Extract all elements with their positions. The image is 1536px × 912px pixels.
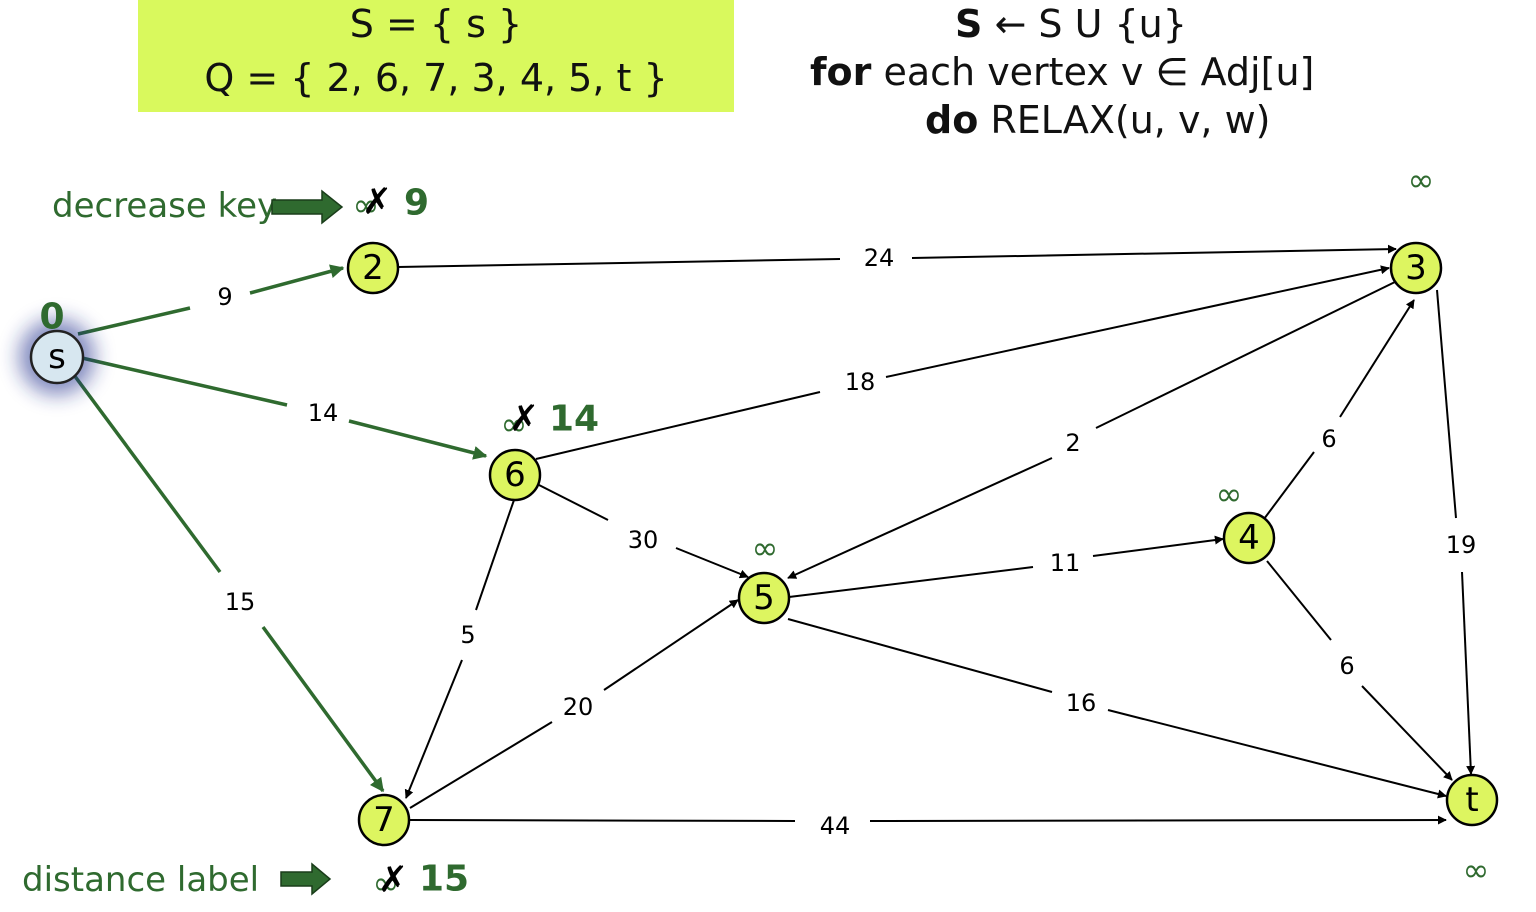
- node-5-label: 5: [753, 578, 775, 618]
- edge-3-5: 2: [787, 280, 1398, 579]
- node-2: 2: [346, 241, 400, 295]
- edge-weight-label: 20: [563, 693, 594, 721]
- edge-weight-label: 44: [820, 812, 851, 840]
- algo-line-1-text: ← S U {u}: [982, 2, 1187, 46]
- node-3: 3: [1389, 241, 1443, 295]
- node-t: t: [1445, 773, 1499, 827]
- distance-t: ∞: [1463, 851, 1490, 889]
- node-6: 6: [488, 448, 542, 502]
- edge-2-3: 24: [397, 244, 1397, 272]
- node-s-label: s: [48, 337, 66, 377]
- node-7: 7: [357, 793, 411, 847]
- algo-line-1-keyword: S: [955, 2, 983, 46]
- distance-2-new: 9: [404, 183, 429, 224]
- arrow-right-icon: [280, 862, 332, 896]
- set-s-line: S = { s }: [349, 2, 523, 46]
- edge-weight-label: 2: [1065, 429, 1080, 457]
- distance-7: ∞ ✗ 15: [373, 859, 469, 903]
- edge-5-t: 16: [787, 618, 1447, 799]
- distance-7-old: ∞: [373, 864, 400, 902]
- edge-3-t: 19: [1436, 289, 1477, 775]
- edge-6-7: 5: [404, 499, 515, 799]
- distance-label-text: distance label: [22, 860, 259, 900]
- node-5: 5: [737, 571, 791, 625]
- distance-3: ∞: [1408, 161, 1435, 199]
- distance-7-new: 15: [419, 859, 469, 900]
- algo-line-3-keyword: do: [925, 98, 979, 142]
- distance-4: ∞: [1216, 475, 1243, 513]
- strike-mark: ✗: [509, 399, 539, 440]
- strike-mark: ✗: [378, 860, 408, 901]
- algo-line-3: do RELAX(u, v, w): [925, 98, 1271, 142]
- edge-s-2: 9: [77, 264, 345, 336]
- node-4: 4: [1222, 511, 1276, 565]
- set-q-line: Q = { 2, 6, 7, 3, 4, 5, t }: [204, 56, 668, 100]
- distance-s: 0: [39, 297, 64, 338]
- edge-6-3: 18: [535, 265, 1390, 460]
- edge-4-3: 6: [1263, 299, 1415, 520]
- distance-6-old: ∞: [501, 405, 528, 443]
- node-t-label: t: [1465, 780, 1478, 820]
- edge-s-7: 15: [72, 373, 385, 793]
- edge-weight-label: 30: [628, 526, 659, 554]
- edge-7-5: 20: [409, 599, 739, 809]
- edge-weight-label: 5: [460, 621, 475, 649]
- distance-5: ∞: [752, 529, 779, 567]
- node-2-label: 2: [362, 248, 384, 288]
- edge-weight-label: 15: [225, 588, 256, 616]
- distance-label-annotation: distance label: [22, 860, 332, 900]
- edge-weight-label: 14: [308, 399, 339, 427]
- node-4-label: 4: [1238, 518, 1260, 558]
- edge-weight-label: 16: [1066, 689, 1097, 717]
- node-6-label: 6: [504, 455, 526, 495]
- distance-6-new: 14: [549, 399, 599, 440]
- algo-line-2-keyword: for: [810, 50, 872, 94]
- edge-weight-label: 24: [864, 244, 895, 272]
- node-s: s: [29, 329, 85, 385]
- distance-2-old: ∞: [353, 186, 380, 224]
- edge-weight-label: 19: [1446, 531, 1477, 559]
- edge-s-6: 14: [81, 356, 488, 460]
- edge-4-t: 6: [1266, 560, 1453, 781]
- node-3-label: 3: [1405, 248, 1427, 288]
- algo-line-3-text: RELAX(u, v, w): [978, 98, 1271, 142]
- decrease-key-text: decrease key: [52, 186, 277, 226]
- node-7-label: 7: [373, 800, 395, 840]
- edge-5-4: 11: [788, 535, 1224, 598]
- algo-line-2-text: each vertex v ∈ Adj[u]: [871, 50, 1315, 94]
- distance-6: ∞ ✗ 14: [501, 399, 599, 444]
- edge-7-t: 44: [409, 812, 1447, 840]
- algo-line-1: S ← S U {u}: [955, 2, 1187, 46]
- edge-weight-label: 18: [845, 368, 876, 396]
- sets-box: S = { s } Q = { 2, 6, 7, 3, 4, 5, t }: [138, 0, 734, 112]
- edge-weight-label: 11: [1050, 549, 1081, 577]
- edge-weight-label: 6: [1321, 425, 1336, 453]
- distance-2: ∞ ✗ 9: [353, 182, 429, 225]
- strike-mark: ✗: [362, 182, 392, 223]
- edge-6-5: 30: [536, 483, 749, 579]
- edge-weight-label: 6: [1339, 652, 1354, 680]
- decrease-key-annotation: decrease key: [52, 186, 344, 226]
- arrow-right-icon: [271, 189, 344, 225]
- algo-line-2: for each vertex v ∈ Adj[u]: [810, 50, 1314, 94]
- edge-weight-label: 9: [217, 283, 232, 311]
